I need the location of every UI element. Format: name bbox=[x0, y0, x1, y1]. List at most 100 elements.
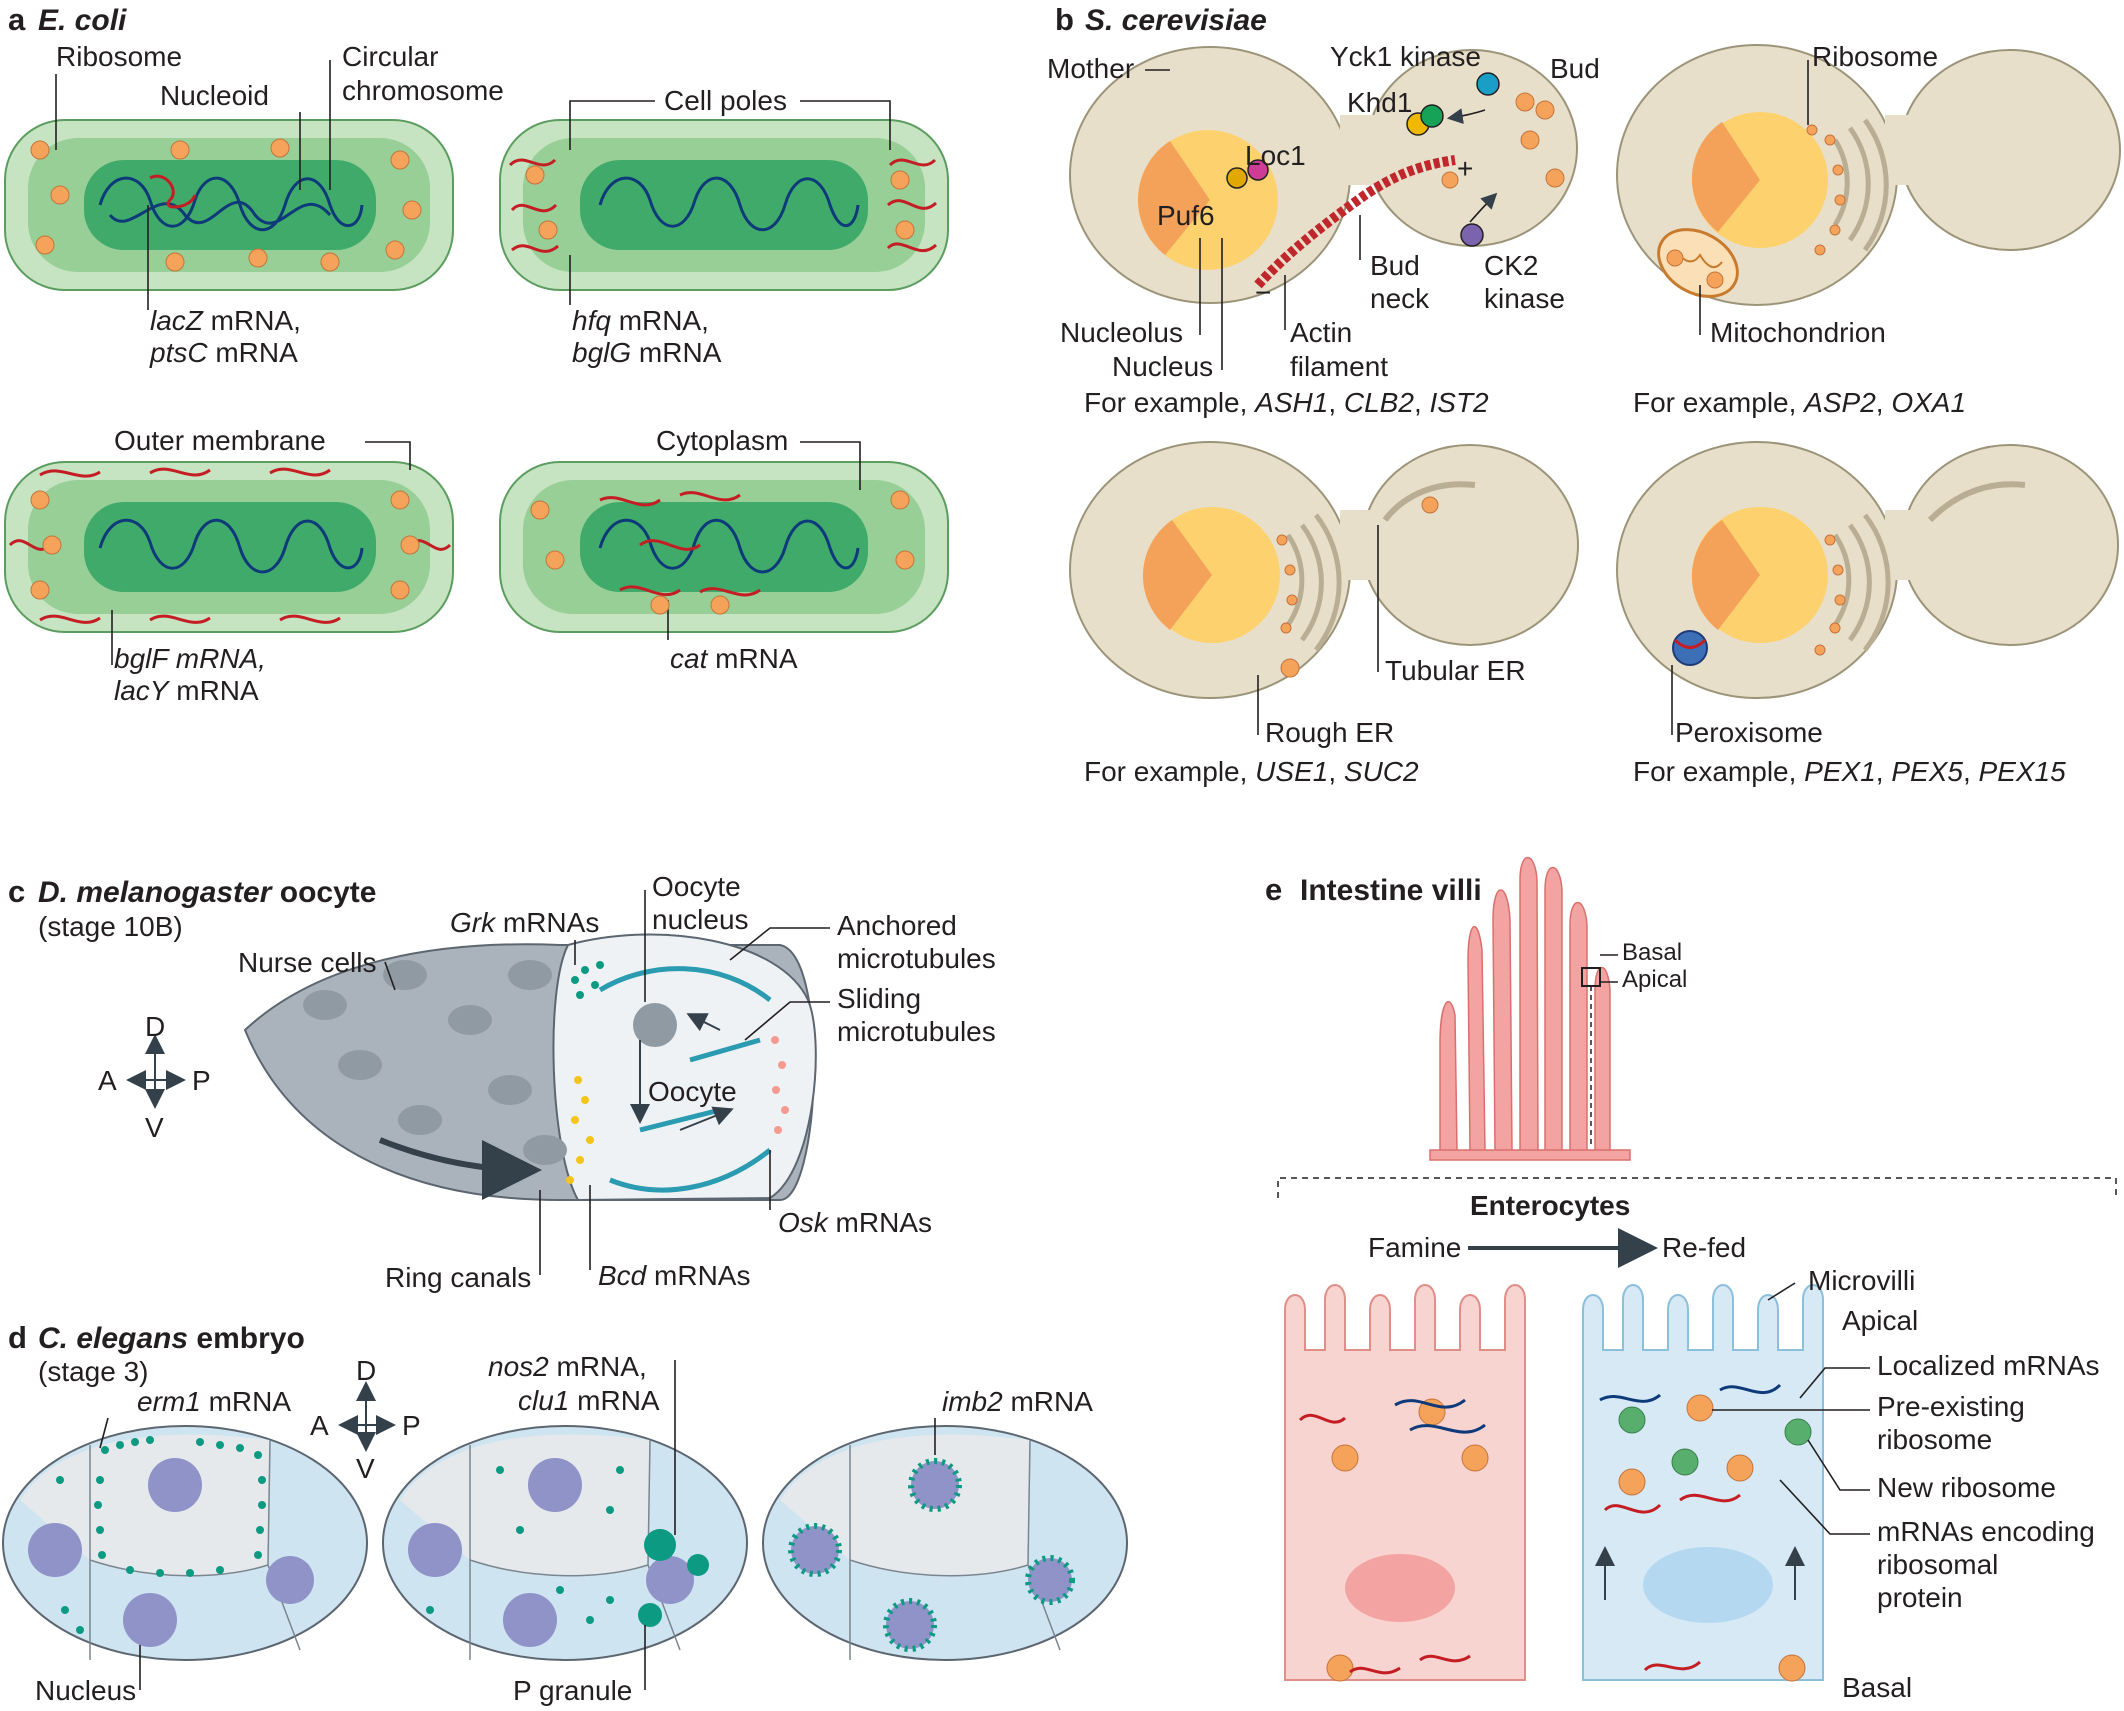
axis-v-d: V bbox=[356, 1453, 375, 1484]
label-cat-line: cat mRNA bbox=[670, 643, 798, 674]
label-puf6: Puf6 bbox=[1157, 200, 1215, 231]
panel-e: e Intestine villi Basal Apical Enterocyt… bbox=[1265, 857, 2117, 1703]
example-mito-genes: For example, ASP2, OXA1 bbox=[1633, 387, 1966, 418]
enterocyte-famine bbox=[1284, 1284, 1526, 1682]
label-plus: + bbox=[1457, 153, 1473, 184]
leader-microvilli bbox=[1767, 1282, 1796, 1301]
label-lacz-line: lacZ mRNA, bbox=[150, 305, 301, 336]
label-mitochondrion: Mitochondrion bbox=[1710, 317, 1886, 348]
label-circular-1: Circular bbox=[342, 41, 438, 72]
panel-c: c D. melanogaster oocyte (stage 10B) bbox=[8, 871, 996, 1293]
axis-p-d: P bbox=[402, 1410, 421, 1441]
label-rough-er: Rough ER bbox=[1265, 717, 1394, 748]
label-encoding-2: ribosomal bbox=[1877, 1549, 1998, 1580]
leader-outer-membrane bbox=[365, 441, 411, 470]
label-bglg-line: bglG mRNA bbox=[572, 337, 722, 368]
panel-e-title: Intestine villi bbox=[1300, 874, 1482, 907]
label-anchored-2: microtubules bbox=[837, 943, 996, 974]
axis-a-c: A bbox=[98, 1065, 117, 1096]
label-imb2-line: imb2 mRNA bbox=[942, 1386, 1093, 1417]
leader-nurse-cells bbox=[384, 961, 396, 991]
label-circular-2: chromosome bbox=[342, 75, 504, 106]
panel-a: a E. coli Ribosome Nucleoid Circular chr… bbox=[4, 2, 949, 706]
leader-new-ribosome bbox=[1807, 1439, 1870, 1491]
label-anchored-1: Anchored bbox=[837, 910, 957, 941]
label-localized: Localized mRNAs bbox=[1877, 1350, 2100, 1381]
example-bud-genes: For example, ASH1, CLB2, IST2 bbox=[1084, 387, 1489, 418]
embryo-nos2 bbox=[382, 1425, 748, 1661]
label-preexisting-2: ribosome bbox=[1877, 1424, 1992, 1455]
panel-e-letter: e bbox=[1265, 872, 1282, 907]
label-actin-1: Actin bbox=[1290, 317, 1352, 348]
leader-poles-left bbox=[569, 100, 655, 150]
label-basal-top: Basal bbox=[1622, 939, 1682, 966]
ecoli-cell-nucleoid bbox=[4, 119, 454, 291]
label-khd1: Khd1 bbox=[1347, 87, 1412, 118]
yeast-cell-peroxisome bbox=[1616, 441, 2119, 699]
label-new-ribosome: New ribosome bbox=[1877, 1472, 2056, 1503]
label-refed: Re-fed bbox=[1662, 1232, 1746, 1263]
label-sliding-1: Sliding bbox=[837, 983, 921, 1014]
axis-d-c: D bbox=[145, 1011, 165, 1042]
label-outer-membrane: Outer membrane bbox=[114, 425, 326, 456]
label-ptsc-line: ptsC mRNA bbox=[149, 337, 298, 368]
axis-d-d: D bbox=[356, 1355, 376, 1386]
example-perox-genes: For example, PEX1, PEX5, PEX15 bbox=[1633, 756, 2066, 787]
axes-compass-c bbox=[126, 1034, 186, 1109]
label-nos2-line: nos2 mRNA, bbox=[488, 1351, 647, 1382]
leader-erm1 bbox=[99, 1417, 109, 1449]
label-enterocytes: Enterocytes bbox=[1470, 1190, 1630, 1221]
panel-d-title: C. elegans embryo bbox=[38, 1322, 305, 1355]
label-preexisting-1: Pre-existing bbox=[1877, 1391, 2025, 1422]
label-encoding-3: protein bbox=[1877, 1582, 1963, 1613]
label-encoding-1: mRNAs encoding bbox=[1877, 1516, 2095, 1547]
leader-cytoplasm bbox=[800, 441, 861, 490]
label-oocyte-nucleus-2: nucleus bbox=[652, 904, 749, 935]
panel-c-title: D. melanogaster oocyte bbox=[38, 876, 376, 909]
label-ring-canals: Ring canals bbox=[385, 1262, 531, 1293]
yeast-cell-bud bbox=[1069, 46, 1578, 304]
axis-v-c: V bbox=[145, 1112, 164, 1143]
label-basal: Basal bbox=[1842, 1672, 1912, 1703]
leader-poles-right bbox=[800, 100, 891, 150]
panel-a-letter: a bbox=[8, 2, 26, 37]
ecoli-cell-outer-membrane bbox=[4, 461, 454, 633]
leader-sliding bbox=[744, 1001, 830, 1041]
label-ribosome-a: Ribosome bbox=[56, 41, 182, 72]
label-minus: − bbox=[1255, 277, 1271, 308]
label-oocyte: Oocyte bbox=[648, 1076, 737, 1107]
panel-d-stage: (stage 3) bbox=[38, 1356, 149, 1387]
label-clu1-line: clu1 mRNA bbox=[518, 1385, 660, 1416]
label-apical-top: Apical bbox=[1622, 966, 1687, 993]
label-bcd-line: Bcd mRNAs bbox=[598, 1260, 750, 1291]
label-loc1: Loc1 bbox=[1245, 140, 1306, 171]
label-cytoplasm: Cytoplasm bbox=[656, 425, 788, 456]
label-grk-line: Grk mRNAs bbox=[450, 907, 599, 938]
label-cell-poles: Cell poles bbox=[664, 85, 787, 116]
label-ribosome-b: Ribosome bbox=[1812, 41, 1938, 72]
label-hfq-line: hfq mRNA, bbox=[572, 305, 709, 336]
label-famine: Famine bbox=[1368, 1232, 1461, 1263]
label-lacy-line: lacY mRNA bbox=[114, 675, 259, 706]
panel-b-letter: b bbox=[1055, 2, 1074, 37]
label-erm1-line: erm1 mRNA bbox=[137, 1386, 291, 1417]
panel-a-title: E. coli bbox=[38, 4, 127, 37]
enterocyte-refed bbox=[1582, 1284, 1824, 1682]
axis-a-d: A bbox=[310, 1410, 329, 1441]
embryo-erm1 bbox=[2, 1425, 368, 1661]
label-bglf-line: bglF mRNA, bbox=[114, 643, 266, 674]
label-bud: Bud bbox=[1550, 53, 1600, 84]
leader-anchored bbox=[729, 927, 830, 961]
panel-c-letter: c bbox=[8, 874, 25, 909]
leader-localized bbox=[1799, 1367, 1870, 1399]
label-microvilli: Microvilli bbox=[1808, 1265, 1915, 1296]
yeast-cell-er bbox=[1069, 441, 1579, 699]
label-nucleus-d: Nucleus bbox=[35, 1675, 136, 1706]
label-bud-neck-1: Bud bbox=[1370, 250, 1420, 281]
label-p-granule: P granule bbox=[513, 1675, 632, 1706]
embryo-imb2 bbox=[762, 1425, 1128, 1661]
label-nucleolus: Nucleolus bbox=[1060, 317, 1183, 348]
label-nurse-cells: Nurse cells bbox=[238, 947, 376, 978]
example-er-genes: For example, USE1, SUC2 bbox=[1084, 756, 1419, 787]
